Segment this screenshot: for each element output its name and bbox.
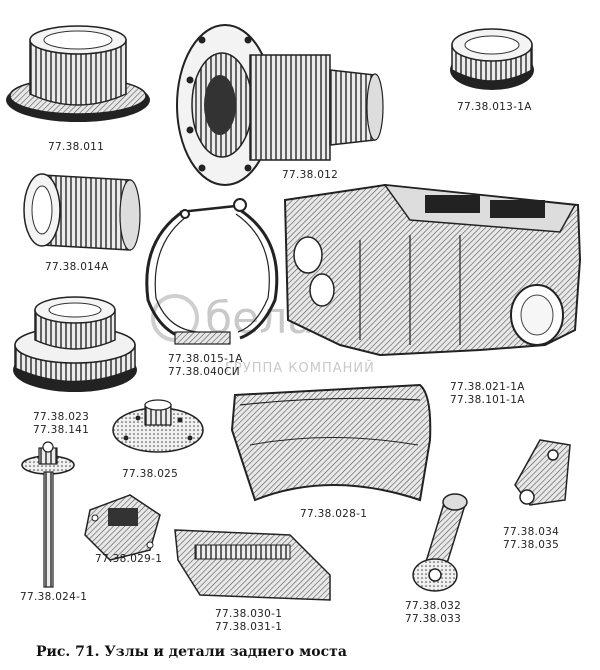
label-77-38-015: 77.38.015-1А	[168, 353, 243, 365]
label-77-38-021: 77.38.021-1А	[450, 381, 525, 393]
label-77-38-011: 77.38.011	[48, 141, 104, 153]
part-77-38-032	[412, 493, 468, 592]
part-labels: 77.38.011 77.38.012 77.38.013-1А 77.38.0…	[20, 101, 559, 633]
part-77-38-030	[174, 529, 331, 601]
watermark-subtitle: ГРУППА КОМПАНИЙ	[225, 360, 375, 376]
part-77-38-014a	[23, 173, 141, 251]
part-77-38-021	[283, 183, 582, 357]
label-77-38-141: 77.38.141	[33, 424, 89, 436]
label-77-38-031: 77.38.031-1	[215, 621, 282, 633]
part-77-38-012	[176, 24, 384, 186]
part-77-38-034	[514, 439, 571, 506]
label-77-38-101: 77.38.101-1А	[450, 394, 525, 406]
part-77-38-013	[450, 28, 534, 90]
label-77-38-029: 77.38.029-1	[95, 553, 162, 565]
label-77-38-023: 77.38.023	[33, 411, 89, 423]
part-77-38-024	[21, 441, 75, 588]
part-77-38-028	[230, 383, 432, 502]
label-77-38-034: 77.38.034	[503, 526, 559, 538]
label-77-38-024: 77.38.024-1	[20, 591, 87, 603]
label-77-38-040: 77.38.040СИ	[168, 366, 240, 378]
label-77-38-030: 77.38.030-1	[215, 608, 282, 620]
label-77-38-014a: 77.38.014А	[45, 261, 109, 273]
label-77-38-035: 77.38.035	[503, 539, 559, 551]
part-77-38-011	[6, 25, 150, 122]
label-77-38-028: 77.38.028-1	[300, 508, 367, 520]
label-77-38-012: 77.38.012	[282, 169, 338, 181]
label-77-38-033: 77.38.033	[405, 613, 461, 625]
part-77-38-025	[112, 399, 204, 453]
part-77-38-015	[145, 198, 279, 345]
part-77-38-029	[84, 494, 161, 561]
label-77-38-032: 77.38.032	[405, 600, 461, 612]
part-77-38-023	[13, 296, 137, 392]
figure-caption: Рис. 71. Узлы и детали заднего моста	[36, 644, 347, 660]
label-77-38-025: 77.38.025	[122, 468, 178, 480]
label-77-38-013: 77.38.013-1А	[457, 101, 532, 113]
